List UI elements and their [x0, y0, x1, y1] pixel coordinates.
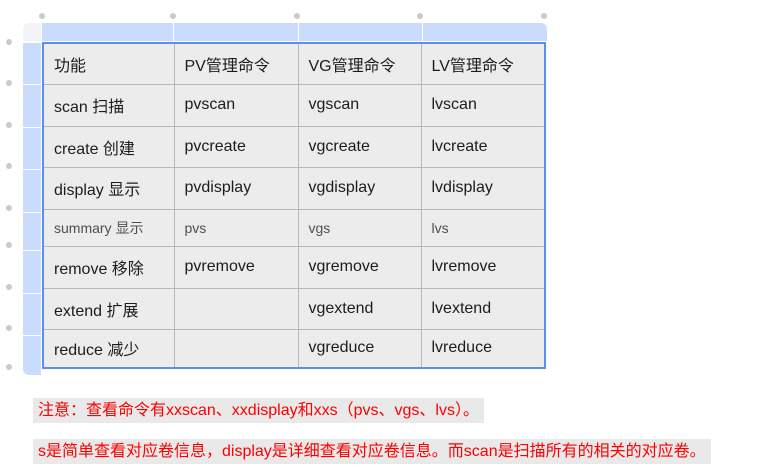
table-cell[interactable]: lvreduce: [420, 328, 546, 369]
table-corner-grip[interactable]: [23, 23, 41, 41]
note-line-1[interactable]: 注意：查看命令有xxscan、xxdisplay和xxs（pvs、vgs、lvs…: [33, 398, 484, 423]
column-grip-segment[interactable]: [174, 23, 298, 41]
row-handle-dot[interactable]: [6, 39, 12, 45]
row-handle-dot[interactable]: [6, 364, 12, 370]
table-cell[interactable]: [173, 328, 299, 369]
row-grip-segment[interactable]: [23, 213, 41, 250]
column-handle-dot[interactable]: [39, 13, 45, 19]
table-cell[interactable]: remove 移除: [42, 245, 175, 289]
table-cell[interactable]: summary 显示: [42, 208, 175, 247]
column-handle-dot[interactable]: [541, 13, 547, 19]
table-cell[interactable]: vgremove: [297, 245, 422, 289]
row-handle-dot[interactable]: [6, 163, 12, 169]
table-cell[interactable]: pvscan: [173, 83, 299, 127]
table-cell[interactable]: scan 扫描: [42, 83, 175, 127]
row-handle-dot[interactable]: [6, 80, 12, 86]
table-cell[interactable]: reduce 减少: [42, 328, 175, 369]
table-cell[interactable]: pvcreate: [173, 125, 299, 168]
row-handle-dot[interactable]: [6, 205, 12, 211]
table-cell[interactable]: lvremove: [420, 245, 546, 289]
row-handle-dot[interactable]: [6, 325, 12, 331]
table-cell[interactable]: extend 扩展: [42, 287, 175, 330]
row-handle-dot[interactable]: [6, 242, 12, 248]
table-header-cell[interactable]: 功能: [42, 42, 175, 85]
row-grip-segment[interactable]: [23, 43, 41, 84]
table-cell[interactable]: display 显示: [42, 166, 175, 210]
table-row-grip-bar[interactable]: [23, 43, 41, 375]
column-handle-dot[interactable]: [170, 13, 176, 19]
row-grip-segment[interactable]: [23, 170, 41, 212]
row-handle-dot[interactable]: [6, 284, 12, 290]
table-header-cell[interactable]: LV管理命令: [420, 42, 546, 85]
table-header-cell[interactable]: PV管理命令: [173, 42, 299, 85]
note-line-2[interactable]: s是简单查看对应卷信息，display是详细查看对应卷信息。而scan是扫描所有…: [33, 439, 711, 464]
column-grip-segment[interactable]: [42, 23, 173, 41]
row-grip-segment[interactable]: [23, 251, 41, 293]
table-cell[interactable]: vgs: [297, 208, 422, 247]
row-grip-segment[interactable]: [23, 128, 41, 169]
table-cell[interactable]: lvdisplay: [420, 166, 546, 210]
row-handle-dot[interactable]: [6, 122, 12, 128]
table-cell[interactable]: vgextend: [297, 287, 422, 330]
table-cell[interactable]: [173, 287, 299, 330]
table-cell[interactable]: vgcreate: [297, 125, 422, 168]
table-cell[interactable]: pvs: [173, 208, 299, 247]
table-cell[interactable]: lvextend: [420, 287, 546, 330]
row-grip-segment[interactable]: [23, 85, 41, 127]
table-cell[interactable]: pvdisplay: [173, 166, 299, 210]
table-cell[interactable]: vgscan: [297, 83, 422, 127]
column-handle-dot[interactable]: [294, 13, 300, 19]
table-header-cell[interactable]: VG管理命令: [297, 42, 422, 85]
row-grip-segment[interactable]: [23, 336, 41, 375]
column-grip-segment[interactable]: [299, 23, 422, 41]
row-grip-segment[interactable]: [23, 294, 41, 335]
column-handle-dot[interactable]: [417, 13, 423, 19]
table-column-grip-bar[interactable]: [42, 23, 547, 41]
table-cell[interactable]: lvs: [420, 208, 546, 247]
table-cell[interactable]: vgreduce: [297, 328, 422, 369]
table-cell[interactable]: vgdisplay: [297, 166, 422, 210]
table-cell[interactable]: create 创建: [42, 125, 175, 168]
column-grip-segment[interactable]: [423, 23, 547, 41]
table-cell[interactable]: pvremove: [173, 245, 299, 289]
table-cell[interactable]: lvscan: [420, 83, 546, 127]
table-cell[interactable]: lvcreate: [420, 125, 546, 168]
